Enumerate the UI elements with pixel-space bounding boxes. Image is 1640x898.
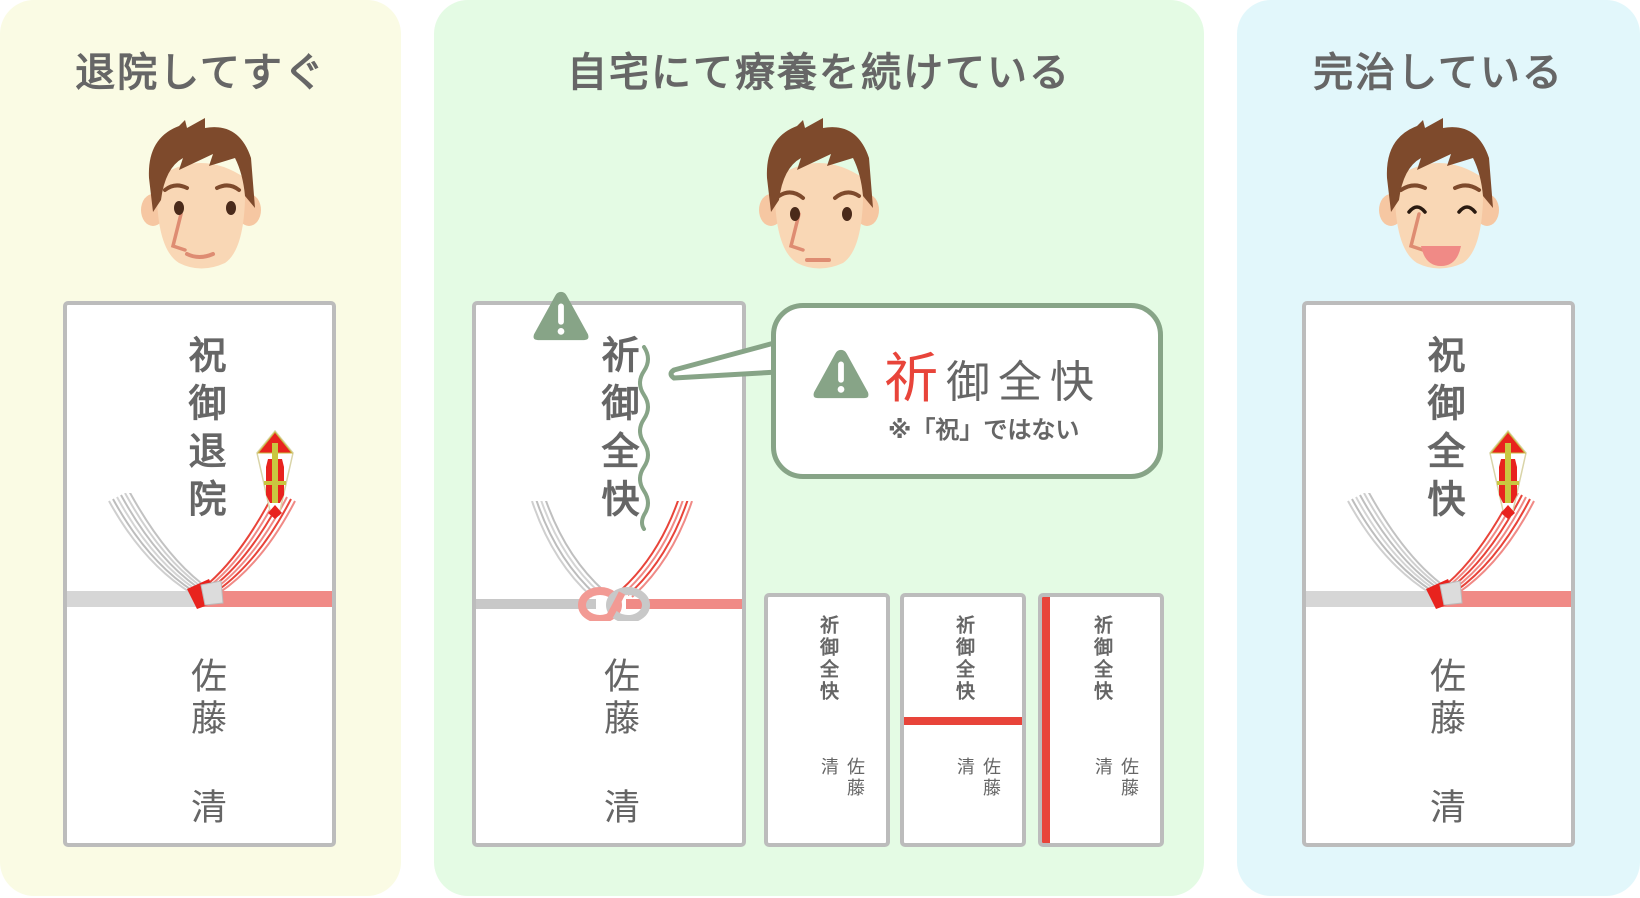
noshi-ornament-icon [255, 429, 295, 519]
envelope-purpose-text: 祈御全快 [817, 615, 839, 703]
callout-heading: 祈御全快 [884, 334, 1102, 413]
alt-envelope-horizontal-line: 祈御全快 佐藤 清 [900, 593, 1026, 847]
envelope-purpose-text: 祝御全快 [1421, 335, 1466, 527]
callout-note: ※「祝」ではない [888, 416, 1080, 444]
noshi-ornament-icon [1488, 429, 1528, 519]
red-vertical-line [1042, 597, 1050, 843]
red-horizontal-line [904, 717, 1022, 725]
envelope-name-text: 佐藤 清 [185, 657, 226, 830]
envelope-purpose-text: 祈御全快 [1091, 615, 1113, 703]
mizuhiki-band-white [67, 591, 197, 607]
callout-pointer [668, 340, 780, 381]
mizuhiki-band-white [1306, 591, 1436, 607]
callout-rest-text: 御全快 [946, 357, 1102, 408]
panel-title: 退院してすぐ [75, 50, 326, 96]
mizuhiki-band-red [1436, 591, 1571, 607]
mizuhiki-band-red [197, 591, 332, 607]
panel-title: 自宅にて療養を続けている [567, 50, 1071, 96]
mizuhiki-band-white [476, 599, 596, 609]
panel-fully-recovered: 完治している 祝御全快 佐藤 清 [1237, 0, 1640, 896]
noshi-envelope-recovering: 祈御全快 佐藤 清 [472, 301, 746, 847]
noshi-envelope: 祝御全快 佐藤 清 [1302, 301, 1575, 847]
warning-icon [532, 290, 590, 342]
panel-after-discharge: 退院してすぐ 祝御退院 佐藤 清 [0, 0, 401, 896]
wavy-underline-icon [638, 345, 650, 531]
envelope-name-text: 佐藤 清 [1092, 757, 1139, 799]
worried-face-icon [757, 118, 881, 274]
envelope-purpose-text: 祈御全快 [595, 335, 640, 527]
noshi-envelope: 祝御退院 佐藤 清 [63, 301, 336, 847]
envelope-name-text: 佐藤 清 [1424, 657, 1465, 830]
envelope-name-text: 佐藤 清 [818, 757, 865, 799]
smiling-face-icon [139, 118, 263, 274]
envelope-name-text: 佐藤 清 [598, 657, 639, 830]
laughing-face-icon [1377, 118, 1501, 274]
highlight-char: 祈 [884, 347, 946, 410]
alt-envelope-plain: 祈御全快 佐藤 清 [764, 593, 890, 847]
envelope-name-text: 佐藤 清 [954, 757, 1001, 799]
callout-correct-wording: 祈御全快 ※「祝」ではない [771, 303, 1163, 479]
envelope-purpose-text: 祈御全快 [953, 615, 975, 703]
warning-icon [812, 348, 870, 400]
mizuhiki-band-red [626, 599, 742, 609]
panel-title: 完治している [1313, 50, 1564, 96]
alt-envelope-vertical-line: 祈御全快 佐藤 清 [1038, 593, 1164, 847]
envelope-purpose-text: 祝御退院 [182, 335, 227, 527]
